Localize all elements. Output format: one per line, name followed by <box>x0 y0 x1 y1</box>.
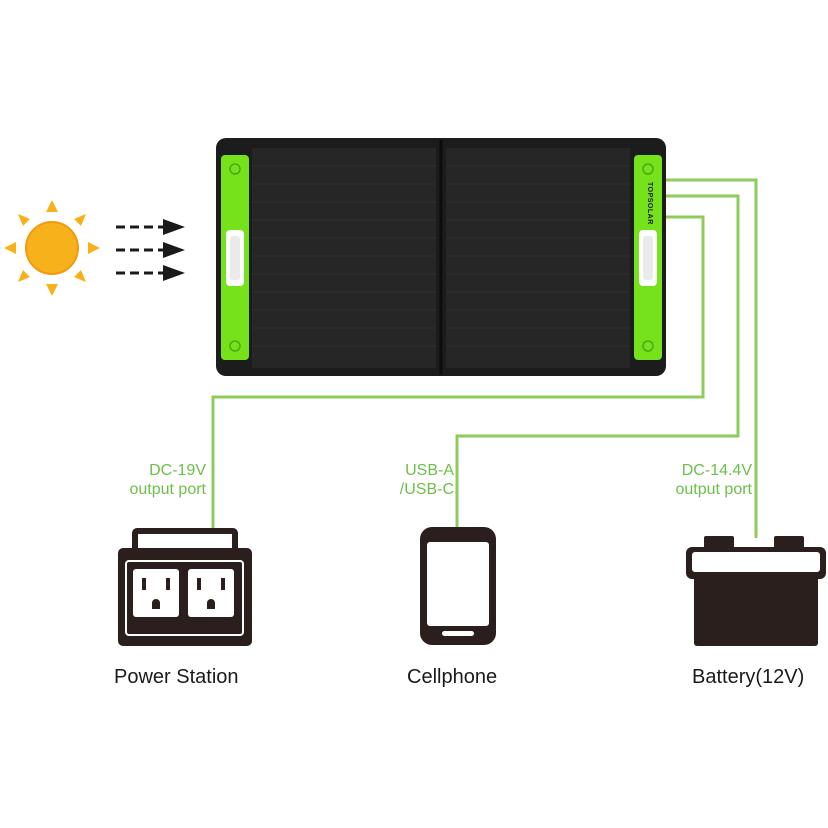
usb-port-label: USB-A /USB-C <box>378 461 454 499</box>
outlet-icon <box>188 569 234 617</box>
sunlight-arrows-icon <box>116 219 185 281</box>
brand-label: TOPSOLAR <box>646 182 653 225</box>
solar-panel <box>216 138 666 376</box>
battery-label: Battery(12V) <box>692 666 805 688</box>
power-station-icon <box>118 528 252 646</box>
cable-usb <box>455 194 740 527</box>
power-station-label: Power Station <box>114 666 239 688</box>
outlet-icon <box>133 569 179 617</box>
dc144-port-voltage: DC-14.4V <box>681 462 752 479</box>
usb-port-a: USB-A <box>405 462 454 479</box>
dc144-port-label: DC-14.4V output port <box>650 461 753 499</box>
left-handle-strip <box>221 155 249 360</box>
dc144-port-type: output port <box>675 481 753 498</box>
dc19-port-type: output port <box>129 481 207 498</box>
dc19-port-label: DC-19V output port <box>116 461 207 499</box>
battery-icon <box>686 536 826 646</box>
cellphone-label: Cellphone <box>407 666 498 688</box>
usb-port-c: /USB-C <box>399 481 454 498</box>
cable-dc19 <box>211 215 705 534</box>
sun-icon <box>4 200 100 296</box>
dc19-port-voltage: DC-19V <box>149 462 206 479</box>
right-handle-strip <box>634 155 662 360</box>
cellphone-icon <box>420 527 496 645</box>
cables <box>211 178 758 538</box>
cable-dc144 <box>664 178 758 538</box>
